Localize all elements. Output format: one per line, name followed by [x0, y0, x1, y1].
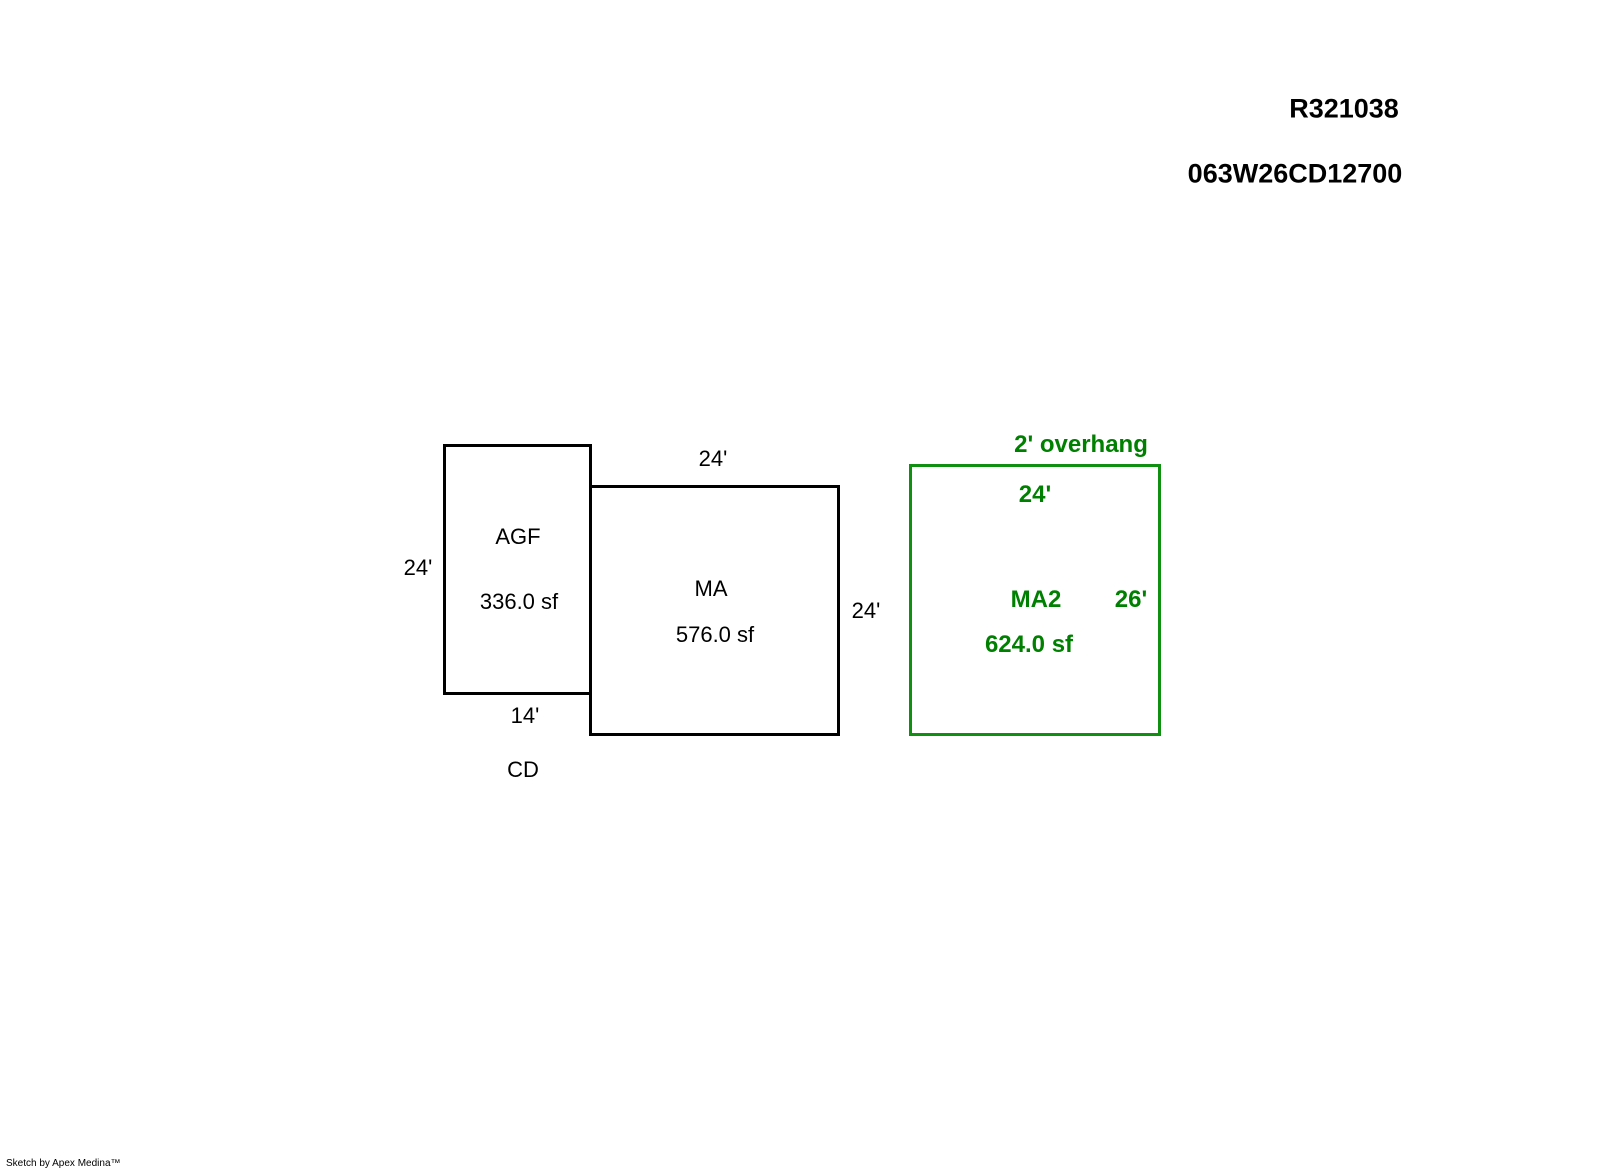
ma-dim-right: 24'	[851, 598, 881, 623]
ma-rect	[589, 485, 840, 736]
ma2-dim-top: 24'	[1018, 481, 1052, 508]
agf-label: AGF	[495, 524, 541, 549]
agf-dim-left: 24'	[403, 555, 433, 580]
ma2-area: 624.0 sf	[984, 631, 1074, 658]
ma-area: 576.0 sf	[675, 622, 755, 647]
ma2-note: 2' overhang	[1014, 431, 1148, 458]
ma2-dim-right: 26'	[1114, 586, 1148, 613]
agf-rect	[443, 444, 592, 695]
map-tax-lot: 063W26CD12700	[1187, 158, 1403, 189]
agf-dim-bottom: 14'	[510, 703, 540, 728]
ma2-rect	[909, 464, 1161, 736]
footer-credit: Sketch by Apex Medina™	[6, 1158, 121, 1169]
account-id: R321038	[1289, 93, 1399, 124]
ma2-label: MA2	[1010, 586, 1062, 613]
ma-label: MA	[694, 576, 728, 601]
agf-area: 336.0 sf	[479, 589, 559, 614]
ma-dim-top: 24'	[698, 446, 728, 471]
cd-label: CD	[507, 757, 539, 782]
